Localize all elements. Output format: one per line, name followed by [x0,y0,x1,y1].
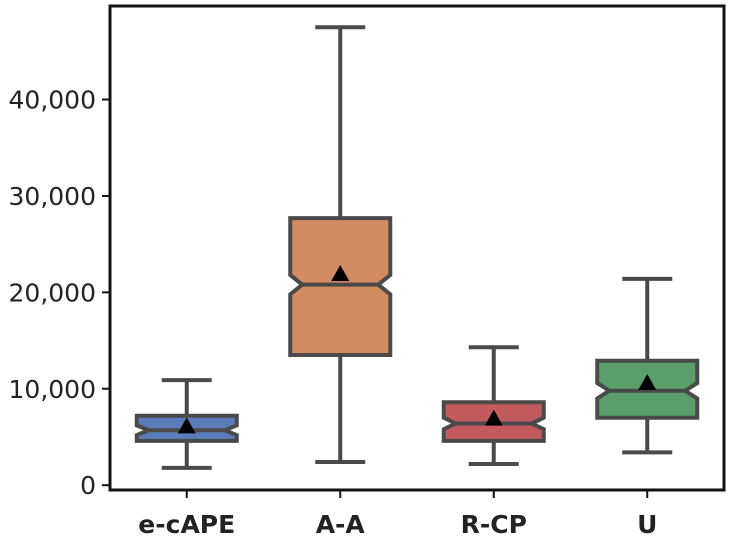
box-r-cp [441,345,546,466]
x-tick-label: R-CP [461,510,527,539]
y-tick-label: 20,000 [9,278,96,307]
y-tick-label: 30,000 [9,182,96,211]
x-tick-label: A-A [316,510,366,539]
mean-marker [484,409,503,426]
y-tick-label: 10,000 [9,375,96,404]
y-tick-label: 40,000 [9,86,96,115]
x-tick-label: U [637,510,657,539]
x-tick-label: e-cAPE [138,510,235,539]
box-series-group [134,25,700,470]
mean-marker [638,373,657,390]
box-u [595,276,700,455]
mean-marker [177,417,196,434]
box-e-cape [134,378,239,470]
plot-frame [108,4,726,492]
x-axis: e-cAPE A-A R-CP U [138,490,657,539]
y-axis: 0 10,000 20,000 30,000 40,000 [9,86,110,500]
y-tick-label: 0 [80,471,96,500]
box-a-a [288,25,393,465]
mean-marker [331,265,350,282]
